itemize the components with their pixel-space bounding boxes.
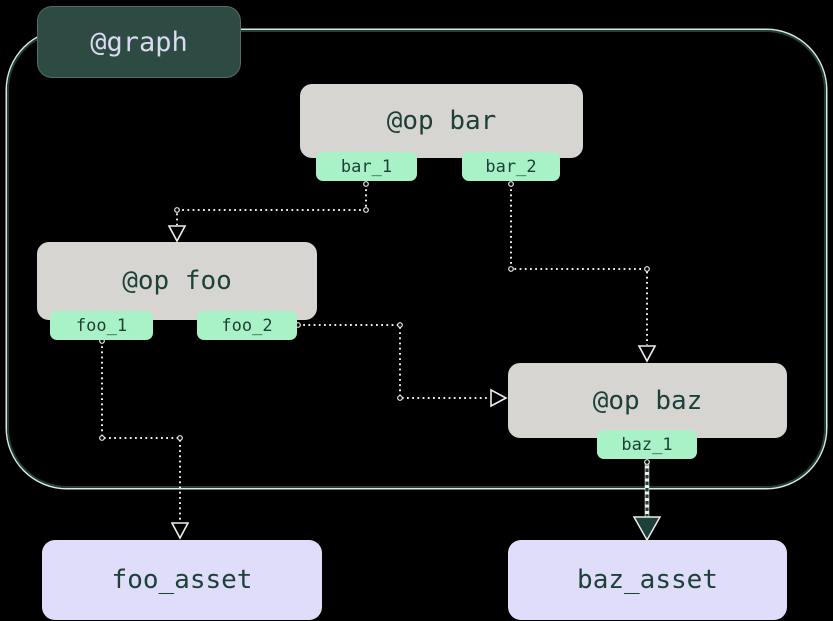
output-tab-label: bar_1: [340, 156, 393, 177]
graph-label-text: @graph: [90, 26, 188, 58]
output-tab-bar-1[interactable]: bar_1: [316, 152, 417, 181]
output-tab-foo-1[interactable]: foo_1: [50, 311, 153, 340]
asset-node-label: baz_asset: [577, 565, 718, 595]
output-tab-label: foo_1: [75, 315, 128, 336]
asset-node-label: foo_asset: [111, 565, 253, 595]
graph-container-outline: [7, 30, 826, 488]
output-tab-bar-2[interactable]: bar_2: [462, 152, 560, 181]
asset-node-foo-asset[interactable]: foo_asset: [42, 540, 322, 620]
op-node-label: @op bar: [386, 106, 497, 136]
output-tab-label: foo_2: [221, 315, 273, 336]
output-tab-label: bar_2: [485, 156, 537, 177]
output-tab-baz-1[interactable]: baz_1: [597, 430, 697, 459]
op-node-foo[interactable]: @op foo: [37, 242, 317, 320]
output-tab-label: baz_1: [621, 434, 673, 455]
asset-node-baz-asset[interactable]: baz_asset: [508, 540, 787, 620]
op-node-baz[interactable]: @op baz: [508, 363, 787, 438]
op-node-label: @op foo: [122, 266, 232, 296]
output-tab-foo-2[interactable]: foo_2: [197, 311, 297, 340]
graph-label[interactable]: @graph: [37, 6, 241, 78]
op-node-label: @op baz: [592, 385, 703, 416]
op-node-bar[interactable]: @op bar: [300, 84, 583, 158]
